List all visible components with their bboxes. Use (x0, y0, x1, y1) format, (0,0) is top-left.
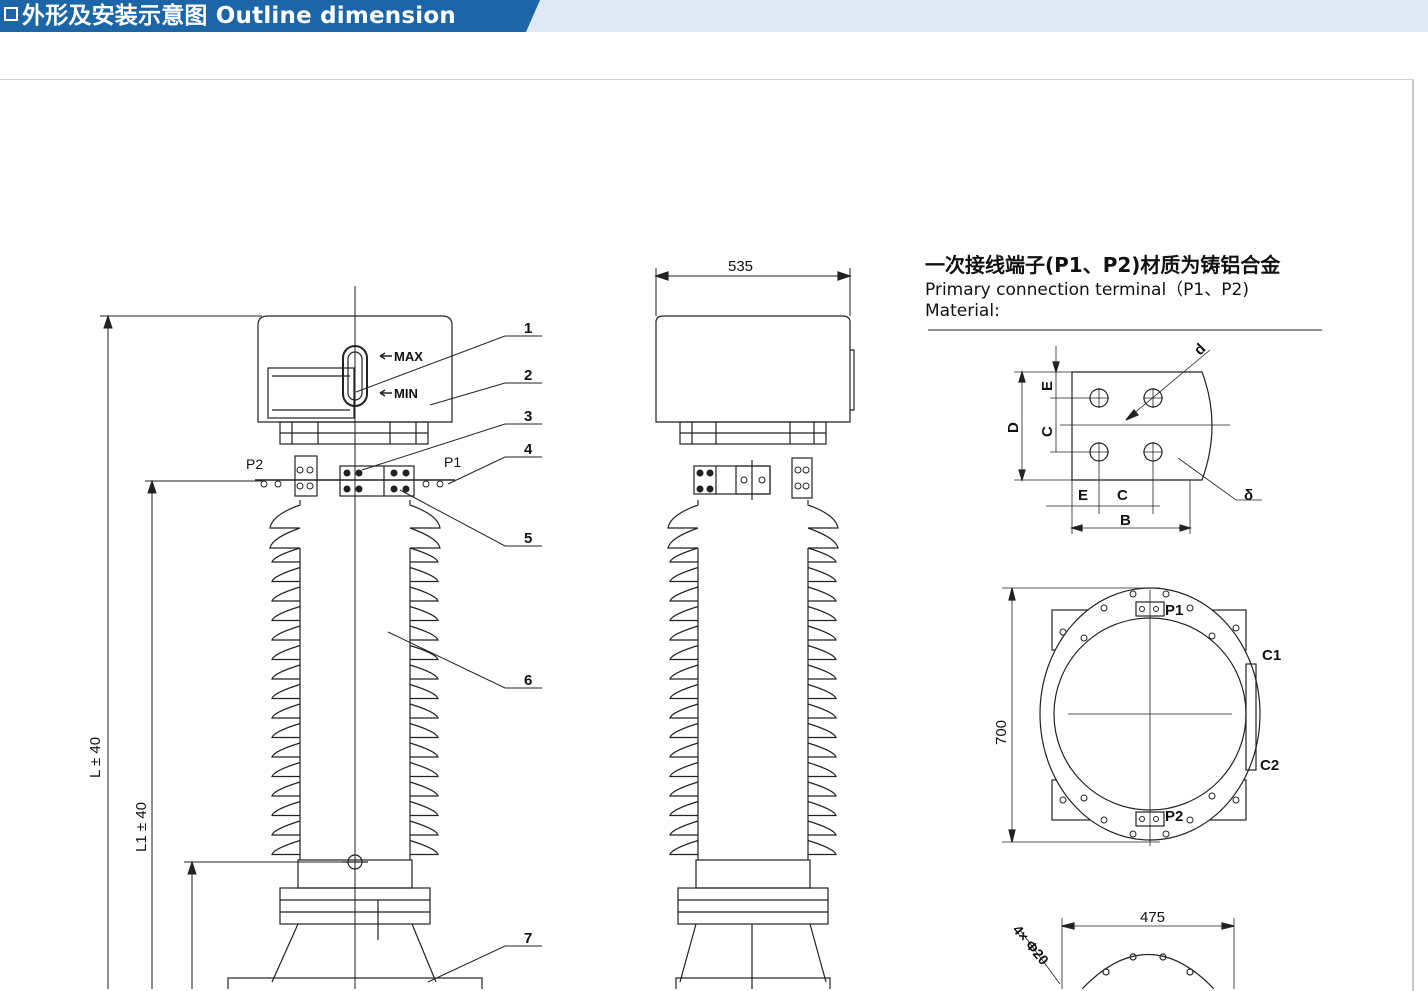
min-label: MIN (394, 386, 418, 401)
callout-1: 1 (524, 320, 532, 337)
dim-d-upper-label: D (1005, 422, 1022, 433)
base-plan-view (1019, 918, 1235, 989)
max-label: MAX (394, 349, 423, 364)
top-view (1002, 587, 1261, 846)
c1-label: C1 (1262, 647, 1281, 664)
callout-leaders (355, 335, 542, 983)
dim-e-horizontal-label: E (1078, 487, 1088, 504)
front-dimension-lines (100, 314, 262, 989)
insulator-shed (669, 664, 837, 680)
material-note-en-line2: Material: (925, 301, 1000, 321)
insulator-shed (669, 781, 837, 797)
p1-label: P1 (444, 454, 461, 470)
callout-4: 4 (524, 441, 533, 458)
insulator-shed (271, 625, 439, 641)
insulator-shed (669, 566, 837, 583)
insulator-shed (271, 820, 439, 836)
insulator-shed (669, 800, 837, 817)
callout-6: 6 (524, 672, 532, 689)
insulator-shed (271, 586, 439, 602)
hole-diameter-label: d (1191, 340, 1210, 359)
side-width-label: 535 (728, 258, 753, 275)
insulator-shed (669, 820, 837, 836)
insulator-shed (271, 605, 439, 622)
p2-label: P2 (246, 456, 263, 472)
callout-7: 7 (524, 930, 532, 947)
top-p1-label: P1 (1165, 602, 1183, 619)
callout-3: 3 (524, 408, 532, 425)
c2-label: C2 (1260, 757, 1279, 774)
dim-b-label: B (1120, 512, 1131, 529)
side-view (654, 268, 855, 989)
dim-700-label: 700 (993, 720, 1010, 745)
dim-e-vertical-label: E (1039, 381, 1056, 391)
insulator-shed (669, 644, 837, 661)
insulator-shed (669, 839, 837, 856)
header-title: 外形及安装示意图 Outline dimension (22, 3, 456, 29)
dim-L-label: L ± 40 (87, 737, 104, 778)
insulator-shed (669, 547, 837, 563)
insulator-shed (271, 781, 439, 797)
header-background (0, 0, 1428, 32)
top-p2-label: P2 (1165, 808, 1183, 825)
dim-c-vertical-label: C (1039, 426, 1056, 437)
insulator-shed (271, 839, 439, 856)
insulator-shed (271, 566, 439, 583)
terminal-detail (928, 329, 1322, 534)
insulator-shed (669, 703, 837, 719)
section-header: 外形及安装示意图 Outline dimension (0, 0, 1428, 32)
material-note-en-line1: Primary connection terminal（P1、P2) (925, 280, 1249, 300)
thickness-label: δ (1244, 487, 1253, 504)
callout-2: 2 (524, 367, 532, 384)
insulator-shed (669, 722, 837, 739)
insulator-shed (669, 683, 837, 700)
insulator-shed (271, 761, 439, 778)
insulator-shed (271, 644, 439, 661)
insulator-shed (271, 703, 439, 719)
front-view (184, 286, 483, 989)
holes-label: 4× Φ20 (1010, 922, 1053, 968)
checkbox-square-icon (4, 7, 18, 21)
insulator-shed (669, 625, 837, 641)
insulator-shed (669, 761, 837, 778)
drawing-frame (0, 79, 1414, 991)
material-note-cn: 一次接线端子(P1、P2)材质为铸铝合金 (925, 253, 1281, 277)
insulator-shed (271, 800, 439, 817)
insulator-shed (271, 547, 439, 563)
dim-L1-label: L1 ± 40 (133, 802, 150, 852)
insulator-shed (271, 664, 439, 680)
dim-475-label: 475 (1140, 909, 1165, 926)
insulator-shed (669, 586, 837, 602)
insulator-shed (271, 742, 439, 758)
insulator-shed (271, 683, 439, 700)
insulator-shed (271, 722, 439, 739)
dim-c-horizontal-label: C (1117, 487, 1128, 504)
callout-5: 5 (524, 530, 532, 547)
insulator-shed (669, 742, 837, 758)
insulator-shed (669, 605, 837, 622)
